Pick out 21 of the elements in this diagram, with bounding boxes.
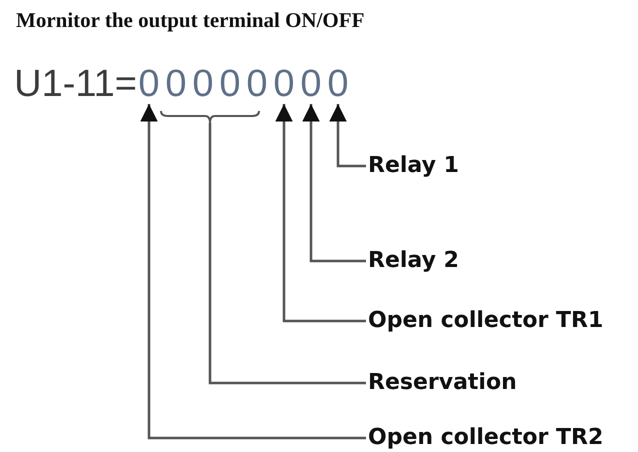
bit-digit: 0 bbox=[218, 64, 242, 104]
terminal-label: Relay 1 bbox=[368, 152, 459, 180]
bit-digit: 0 bbox=[272, 64, 296, 104]
leader-arrow bbox=[329, 104, 366, 168]
bit-digit: 0 bbox=[245, 64, 269, 104]
bit-digit: 0 bbox=[326, 64, 350, 104]
register-name: U1-11= bbox=[14, 64, 137, 104]
terminal-label: Open collector TR1 bbox=[368, 307, 604, 335]
terminal-label: Relay 2 bbox=[368, 247, 459, 275]
bit-digit: 0 bbox=[191, 64, 215, 104]
bit-digit: 0 bbox=[164, 64, 188, 104]
diagram-title: Mornitor the output terminal ON/OFF bbox=[16, 8, 364, 33]
leader-arrow bbox=[275, 104, 366, 322]
curly-brace bbox=[160, 110, 260, 124]
terminal-label: Reservation bbox=[368, 369, 517, 397]
bit-digit: 0 bbox=[137, 64, 161, 104]
leader-line bbox=[208, 123, 366, 384]
terminal-label: Open collector TR2 bbox=[368, 424, 604, 452]
bit-digit: 0 bbox=[299, 64, 323, 104]
leader-arrow bbox=[140, 104, 366, 440]
leader-arrow bbox=[302, 104, 366, 262]
